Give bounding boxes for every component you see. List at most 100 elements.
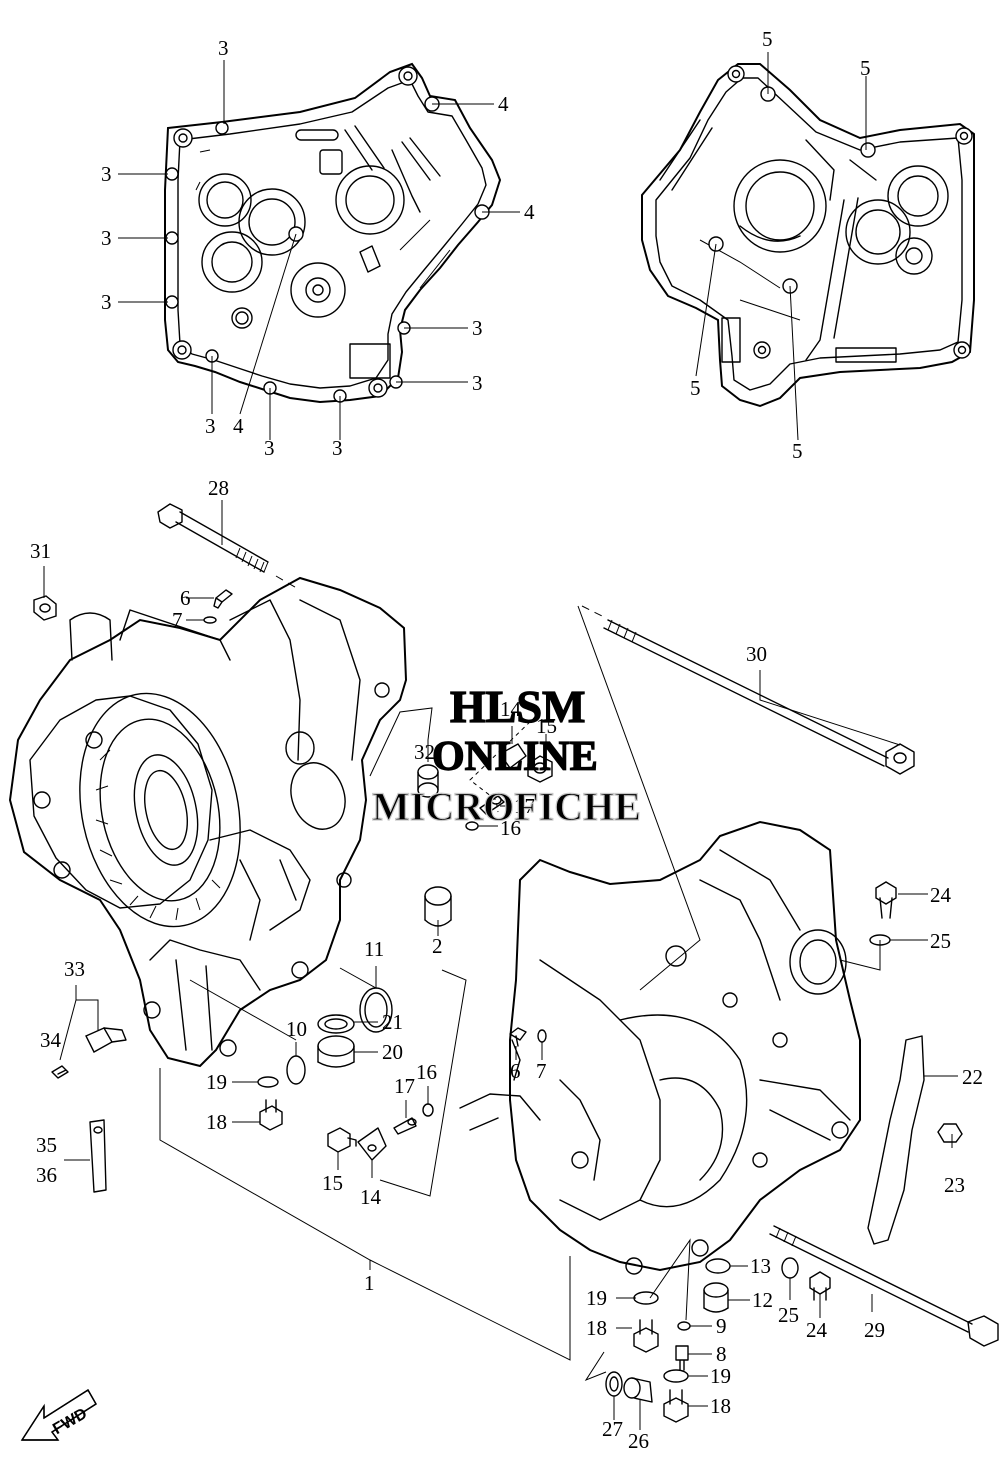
callout-7: 7 bbox=[536, 1059, 547, 1083]
callout-3: 3 bbox=[218, 36, 229, 60]
callout-19: 19 bbox=[586, 1286, 607, 1310]
callout-3: 3 bbox=[101, 290, 112, 314]
watermark-line-3: MICROFICHE bbox=[372, 784, 641, 829]
watermark-line-1: HLSM bbox=[450, 681, 585, 732]
callout-24: 24 bbox=[806, 1318, 828, 1342]
crankcase-right-half bbox=[459, 820, 861, 1275]
part-18-bolt-left bbox=[259, 1099, 283, 1131]
callout-12: 12 bbox=[752, 1288, 773, 1312]
callout-4: 4 bbox=[233, 414, 244, 438]
part-19-washer-low bbox=[663, 1369, 689, 1383]
callout-36: 36 bbox=[36, 1163, 57, 1187]
callout-5: 5 bbox=[690, 376, 701, 400]
callout-31: 31 bbox=[30, 539, 51, 563]
callout-15: 15 bbox=[322, 1171, 343, 1195]
callout-18: 18 bbox=[586, 1316, 607, 1340]
callout-7: 7 bbox=[172, 608, 183, 632]
callout-5: 5 bbox=[792, 439, 803, 463]
part-24-bolt-upper bbox=[875, 881, 897, 919]
part-18-bolt-mid bbox=[633, 1319, 659, 1353]
part-14-clamp-lower bbox=[357, 1127, 387, 1161]
callout-27: 27 bbox=[602, 1417, 623, 1441]
callout-3: 3 bbox=[472, 371, 483, 395]
part-21-gasket bbox=[317, 1014, 355, 1034]
part-33-screw bbox=[51, 1065, 69, 1079]
callout-3: 3 bbox=[101, 162, 112, 186]
callout-1: 1 bbox=[364, 1271, 375, 1295]
part-16-oring-lower bbox=[422, 1103, 434, 1117]
callout-8: 8 bbox=[716, 1342, 727, 1366]
callout-5: 5 bbox=[762, 27, 773, 51]
callout-4: 4 bbox=[524, 200, 535, 224]
callout-3: 3 bbox=[332, 436, 343, 460]
callout-11: 11 bbox=[364, 937, 384, 961]
part-28-long-bolt bbox=[157, 503, 301, 591]
part-9-oring bbox=[677, 1321, 691, 1331]
watermark: HLSM ONLINE MICROFICHE bbox=[371, 680, 641, 829]
callout-16: 16 bbox=[416, 1060, 437, 1084]
part-27-gasket bbox=[605, 1371, 623, 1397]
callout-20: 20 bbox=[382, 1040, 403, 1064]
part-2-dowel bbox=[424, 886, 452, 927]
part-18-bolt-low bbox=[663, 1389, 689, 1423]
part-13-oring-bottom bbox=[705, 1258, 731, 1274]
part-8-jet bbox=[675, 1345, 689, 1371]
callout-14: 14 bbox=[500, 697, 522, 721]
callout-13: 13 bbox=[750, 1254, 771, 1278]
callout-34: 34 bbox=[40, 1028, 62, 1052]
callout-17: 17 bbox=[514, 794, 535, 818]
callout-6: 6 bbox=[180, 586, 191, 610]
callout-3: 3 bbox=[264, 436, 275, 460]
callout-21: 21 bbox=[382, 1010, 403, 1034]
part-20-cap bbox=[317, 1035, 355, 1068]
callout-18: 18 bbox=[206, 1110, 227, 1134]
callout-4: 4 bbox=[498, 92, 509, 116]
callout-23: 23 bbox=[944, 1173, 965, 1197]
callout-18: 18 bbox=[710, 1394, 731, 1418]
callout-22: 22 bbox=[962, 1065, 983, 1089]
part-12-plug bbox=[703, 1282, 729, 1313]
callout-9: 9 bbox=[716, 1314, 727, 1338]
part-10-oring bbox=[286, 1055, 306, 1085]
callout-25: 25 bbox=[930, 929, 951, 953]
crankcase-left-half bbox=[8, 576, 408, 1068]
part-30-long-bolt bbox=[581, 605, 915, 775]
part-6-jet-mid bbox=[509, 1027, 527, 1047]
callout-10: 10 bbox=[286, 1017, 307, 1041]
callout-3: 3 bbox=[472, 316, 483, 340]
watermark-line-2: ONLINE bbox=[432, 734, 598, 780]
callout-3: 3 bbox=[205, 414, 216, 438]
callout-28: 28 bbox=[208, 476, 229, 500]
callout-15: 15 bbox=[536, 714, 557, 738]
part-29-stud bbox=[769, 1225, 999, 1347]
part-17-jet-lower bbox=[393, 1117, 417, 1135]
callout-33: 33 bbox=[64, 957, 85, 981]
part-7-oring-top bbox=[203, 616, 217, 624]
part-24-bolt-lower bbox=[809, 1271, 831, 1301]
leader-lines bbox=[43, 52, 958, 1430]
callout-16: 16 bbox=[500, 816, 521, 840]
part-7-oring-mid bbox=[537, 1029, 547, 1043]
part-23-bolt bbox=[937, 1123, 963, 1143]
callout-35: 35 bbox=[36, 1133, 57, 1157]
part-14-clamp-top bbox=[499, 743, 527, 769]
part-15-bolt-top bbox=[527, 755, 553, 783]
right-crankcase-face-view bbox=[641, 63, 975, 408]
callout-17: 17 bbox=[394, 1074, 415, 1098]
callout-labels: 3 3 3 3 4 4 3 3 3 4 3 3 5 5 5 5 28 31 6 … bbox=[30, 27, 983, 1453]
callout-29: 29 bbox=[864, 1318, 885, 1342]
callout-5: 5 bbox=[860, 56, 871, 80]
part-26-plug bbox=[623, 1377, 653, 1403]
callout-19: 19 bbox=[710, 1364, 731, 1388]
part-6-jet-top bbox=[213, 589, 233, 609]
callout-14: 14 bbox=[360, 1185, 382, 1209]
part-19-washer-mid bbox=[633, 1291, 659, 1305]
part-19-washer-left bbox=[257, 1076, 279, 1088]
callout-2: 2 bbox=[432, 934, 443, 958]
callout-6: 6 bbox=[510, 1059, 521, 1083]
part-15-bolt-lower bbox=[327, 1127, 357, 1153]
left-crankcase-face-view bbox=[164, 62, 502, 404]
callout-3: 3 bbox=[101, 226, 112, 250]
callout-19: 19 bbox=[206, 1070, 227, 1094]
part-17-jet-top bbox=[479, 795, 505, 815]
